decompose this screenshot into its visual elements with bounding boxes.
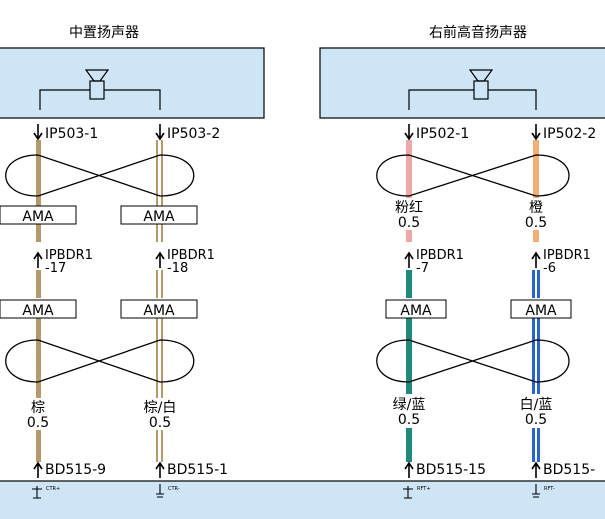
svg-text:AMA: AMA [22,303,54,319]
ama-box: AMA [510,299,572,319]
connector-label: BD515-15 [416,462,486,478]
wire-color-label: 绿/蓝 [393,397,426,413]
pin-label: RFT- [544,486,555,492]
left-speaker-icon [39,69,161,110]
wire-size-label: 0.5 [398,215,420,231]
wire-l-a-top [36,140,41,242]
wire-r-b-top2 [533,230,539,242]
connector-label: IP502-1 [416,126,469,142]
left-twist-lower [5,339,195,383]
wire-color-label: 棕 [31,400,45,416]
wire-r-a-top [406,140,412,198]
right-speaker-icon [408,69,537,110]
wire-color-label: 棕/白 [144,400,177,416]
connector-label: IPBDR1 [543,248,591,263]
connector-label: IPBDR1 [416,248,464,263]
left-title: 中置扬声器 [69,25,139,41]
svg-text:AMA: AMA [400,303,432,319]
wire-l-a-bot2 [36,430,41,462]
wire-r-a-top2 [406,230,412,242]
right-title: 右前高音扬声器 [429,24,527,41]
left-twist-upper [5,154,195,197]
wire-color-label: 橙 [529,200,543,216]
pin-label: CTR- [168,486,180,492]
pin-label: CTR+ [46,486,60,492]
connector-arrow-icon [33,461,541,478]
left-speaker-module [0,47,265,119]
wire-r-b-bot [532,270,540,462]
connector-label: -6 [543,261,556,276]
ama-box: AMA [120,299,198,319]
connector-label: IP502-2 [543,126,596,142]
connector-label: BD515- [543,462,595,478]
right-speaker-module [319,47,605,119]
ama-box: AMA [0,205,77,225]
svg-text:AMA: AMA [143,303,175,319]
ama-box: AMA [120,205,198,225]
wire-l-a-mid [36,270,41,298]
ama-box: AMA [385,299,447,319]
right-twist-upper [376,154,570,197]
wire-size-label: 0.5 [525,215,547,231]
connector-label: BD515-1 [167,462,228,478]
bottom-module [0,480,605,519]
wire-size-label: 0.5 [398,412,420,428]
ama-box: AMA [0,299,77,319]
connector-arrow-icon [33,124,541,141]
svg-text:AMA: AMA [143,209,175,225]
connector-label: IPBDR1 [167,248,215,263]
wire-size-label: 0.5 [27,415,49,431]
svg-text:AMA: AMA [22,209,54,225]
wire-color-label: 粉红 [395,200,423,216]
wire-size-label: 0.5 [149,415,171,431]
connector-arrow-icon [33,251,541,268]
wire-size-label: 0.5 [525,412,547,428]
svg-text:AMA: AMA [525,303,557,319]
wire-color-label: 白/蓝 [520,397,553,413]
connector-label: IP503-2 [167,126,220,142]
pin-label: RFT+ [417,486,431,492]
connector-label: BD515-9 [45,462,106,478]
connector-label: -7 [416,261,429,276]
terminal-icon [32,484,540,499]
right-twist-lower [376,339,570,383]
connector-label: -17 [45,261,66,276]
wire-r-b-top [533,140,539,198]
wire-l-a-bot [36,318,41,398]
connector-label: IPBDR1 [45,248,93,263]
wire-l-b [156,140,163,462]
connector-label: -18 [167,261,188,276]
wire-r-a-bot [406,270,412,462]
connector-label: IP503-1 [45,126,98,142]
